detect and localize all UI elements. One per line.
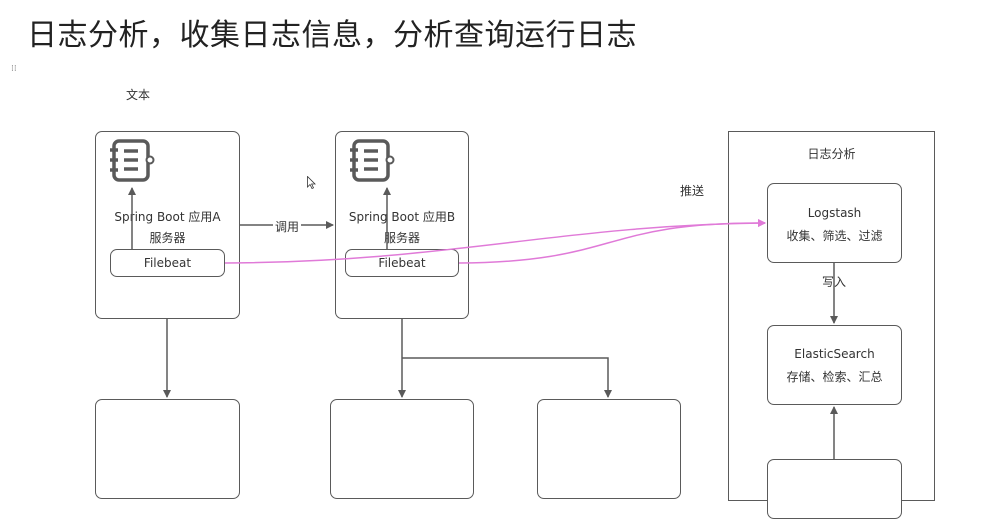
flow-b-to-logstash: [458, 218, 766, 264]
server-b-filebeat[interactable]: Filebeat: [345, 249, 459, 277]
logstash-desc: 收集、筛选、过滤: [786, 229, 883, 243]
arrow-b-branch: [402, 357, 612, 398]
notebook-icon: [110, 139, 155, 182]
server-a-node[interactable]: [95, 131, 240, 319]
call-label: 调用: [273, 218, 302, 235]
server-b-sub: 服务器: [383, 231, 420, 245]
log-analysis-title: 日志分析: [807, 147, 856, 161]
elasticsearch-node[interactable]: [767, 325, 902, 405]
write-label: 写入: [822, 273, 847, 290]
elasticsearch-name: ElasticSearch: [794, 347, 875, 361]
mouse-cursor-icon: [307, 176, 316, 189]
page-title: 日志分析，收集日志信息，分析查询运行日志: [27, 18, 637, 53]
server-b-name: Spring Boot 应用B: [348, 210, 456, 224]
server-a-name: Spring Boot 应用A: [114, 210, 221, 224]
logstash-node[interactable]: [767, 183, 902, 263]
drag-handle-icon[interactable]: ⁞⁞: [11, 64, 17, 74]
server-a-filebeat[interactable]: Filebeat: [110, 249, 225, 277]
empty-node-2[interactable]: [330, 399, 474, 499]
empty-node-1[interactable]: [95, 399, 240, 499]
logstash-name: Logstash: [807, 206, 862, 220]
server-a-sub: 服务器: [149, 231, 186, 245]
push-label: 推送: [680, 184, 705, 198]
empty-node-3[interactable]: [537, 399, 681, 499]
flow-a-to-logstash: [224, 219, 766, 264]
bottom-source-node[interactable]: [767, 459, 902, 519]
text-label: 文本: [126, 88, 151, 102]
elasticsearch-desc: 存储、检索、汇总: [786, 370, 883, 384]
notebook-icon: [350, 139, 395, 182]
